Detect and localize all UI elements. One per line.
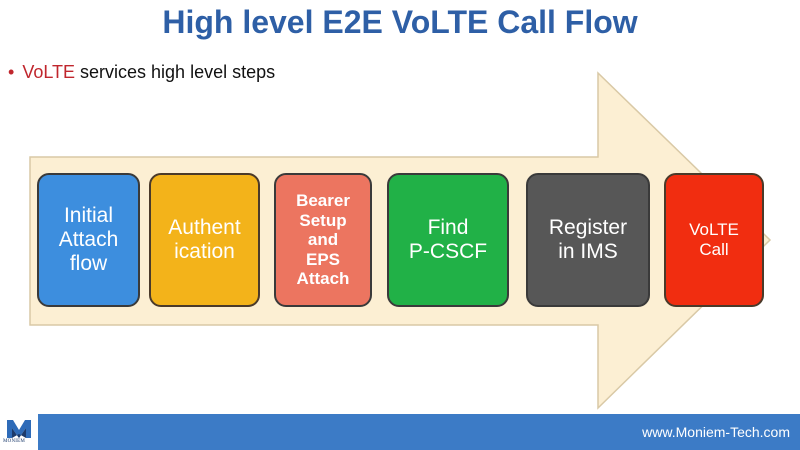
step-line: Attach	[296, 269, 350, 289]
step-line: P-CSCF	[408, 240, 488, 263]
step-line: Register	[548, 215, 628, 239]
step-find-pcscf: Find P-CSCF	[387, 173, 509, 307]
step-bearer-setup: Bearer Setup and EPS Attach	[274, 173, 372, 307]
step-line: flow	[69, 252, 108, 276]
website-link[interactable]: www.Moniem-Tech.com	[642, 424, 790, 440]
step-register-ims: Register in IMS	[526, 173, 650, 307]
footer: www.Moniem-Tech.com	[0, 414, 800, 450]
step-line: EPS	[305, 249, 341, 269]
step-line: and	[307, 230, 339, 250]
step-line: VoLTE	[689, 220, 739, 240]
step-authentication: Authent ication	[149, 173, 260, 307]
step-line: Setup	[299, 210, 347, 230]
step-volte-call: VoLTE Call	[664, 173, 764, 307]
bullet-point: • VoLTE services high level steps	[8, 62, 275, 83]
step-line: Authent	[168, 215, 241, 239]
step-line: Bearer	[296, 191, 350, 211]
step-line: Initial	[63, 203, 113, 227]
footer-bar: www.Moniem-Tech.com	[38, 414, 800, 450]
step-line: ication	[174, 240, 235, 263]
logo-text: MONIEM	[3, 439, 26, 444]
step-line: Call	[699, 240, 729, 259]
bullet-marker: •	[8, 62, 15, 82]
bullet-highlight: VoLTE	[22, 62, 76, 82]
bullet-text: services high level steps	[75, 62, 276, 82]
slide-title: High level E2E VoLTE Call Flow	[162, 4, 638, 40]
moniem-logo-icon	[7, 420, 31, 438]
step-line: Find	[427, 215, 469, 239]
step-initial-attach: Initial Attach flow	[37, 173, 140, 307]
step-line: in IMS	[558, 240, 618, 263]
step-line: Attach	[58, 227, 119, 251]
